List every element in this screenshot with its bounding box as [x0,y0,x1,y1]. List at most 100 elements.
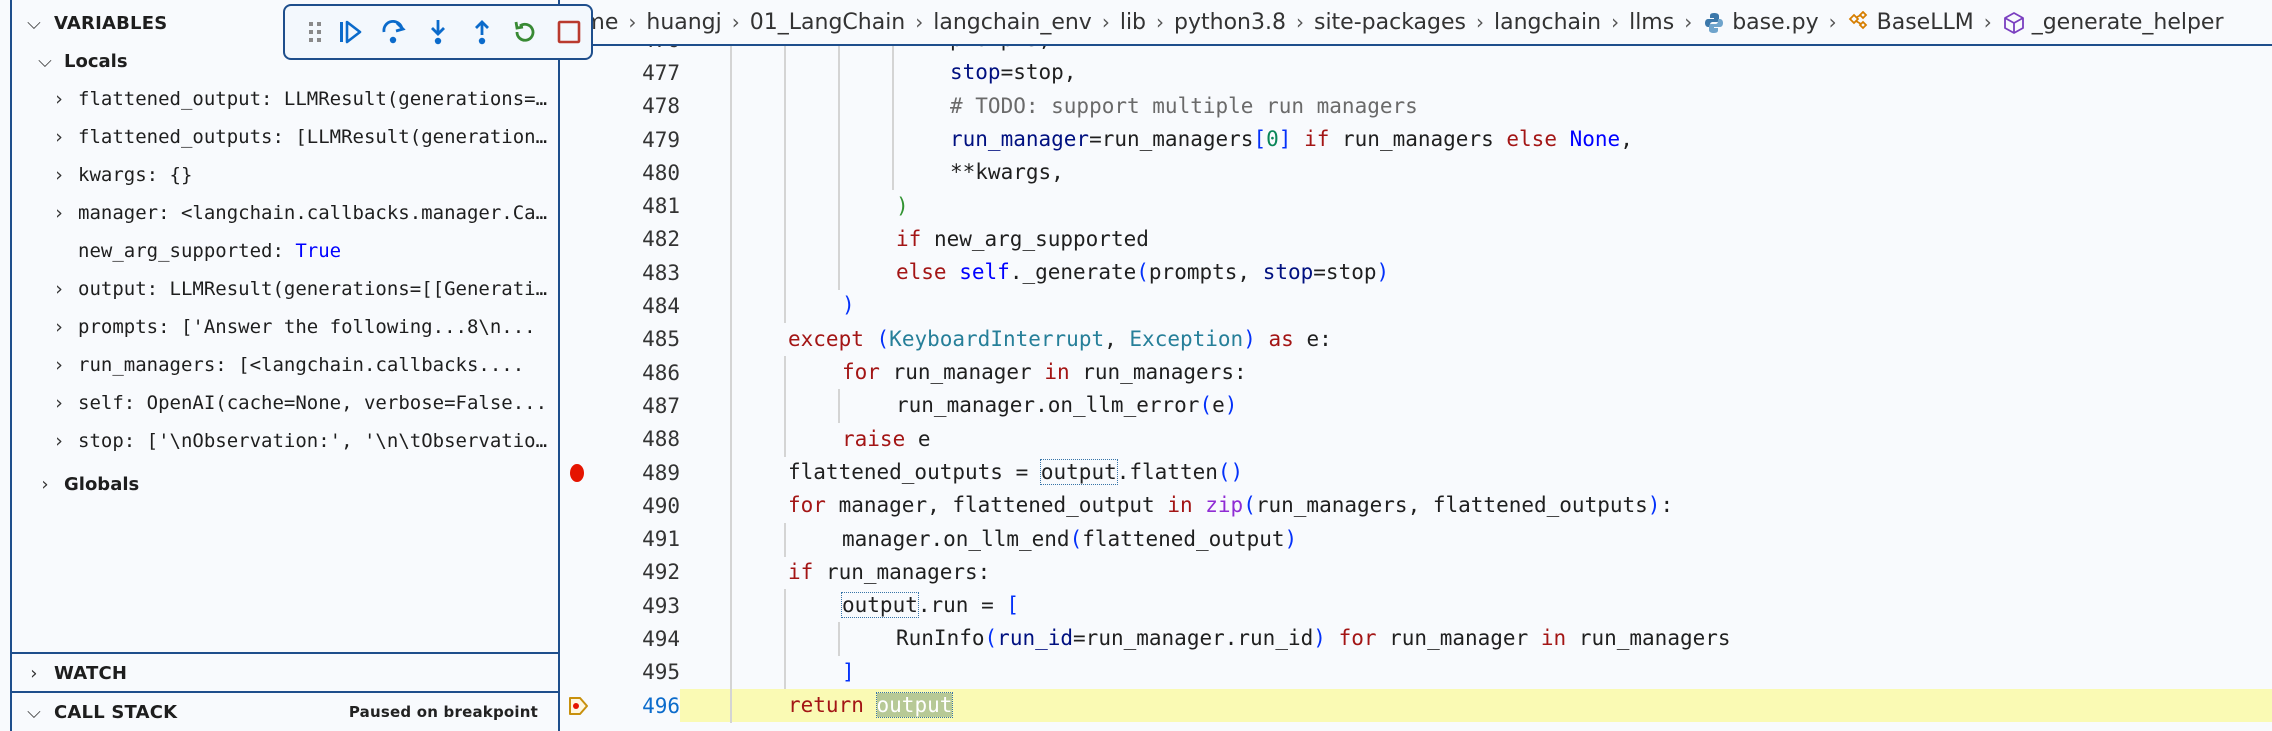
breadcrumb-item[interactable]: lib [1119,9,1147,35]
breadcrumb-item[interactable]: python3.8 [1174,9,1286,35]
code-line[interactable]: ] [680,655,2272,690]
breadcrumb-file[interactable]: base.py [1698,10,1822,35]
line-number[interactable]: 480 [562,156,680,189]
code-line[interactable]: except (KeyboardInterrupt, Exception) as… [680,322,2272,357]
indent-guide [784,89,786,124]
chevron-right-icon[interactable]: › [55,430,63,452]
variables-header-label: VARIABLES [54,12,168,34]
code-line[interactable]: ) [680,289,2272,324]
line-number[interactable]: 477 [562,56,680,89]
chevron-right-icon[interactable]: › [55,316,63,338]
line-number[interactable]: 479 [562,123,680,156]
variable-item[interactable]: ›new_arg_supported: True [12,232,558,270]
code-line[interactable]: flattened_outputs = output.flatten() [680,455,2272,490]
indent-guide [730,489,732,524]
line-number[interactable]: 483 [562,256,680,289]
breadcrumb-class[interactable]: BaseLLM [1843,10,1978,35]
variable-item[interactable]: ›stop: ['\nObservation:', '\n\tObservati… [12,422,558,460]
restart-button[interactable] [503,10,547,54]
variable-item[interactable]: ›flattened_output: LLMResult(generations… [12,80,558,118]
variable-item[interactable]: ›manager: <langchain.callbacks.manager.C… [12,194,558,232]
chevron-right-icon[interactable]: › [55,88,63,110]
line-number[interactable]: 487 [562,389,680,422]
breadcrumb-item[interactable]: langchain [1494,9,1602,35]
line-number[interactable]: 494 [562,622,680,655]
current-stack-frame-breakpoint-icon[interactable] [568,695,590,722]
stop-icon [557,20,581,44]
variable-separator: : [272,240,296,262]
method-symbol-icon [2003,11,2024,34]
line-number[interactable]: 496 [562,689,680,722]
line-number[interactable]: 485 [562,323,680,356]
drag-handle-icon[interactable] [303,10,326,54]
chevron-right-icon[interactable]: › [55,354,63,376]
breadcrumb-method[interactable]: _generate_helper [1998,10,2228,35]
line-number[interactable]: 481 [562,190,680,223]
code-line[interactable]: RunInfo(run_id=run_manager.run_id) for r… [680,622,2272,657]
line-number[interactable]: 493 [562,589,680,622]
line-number[interactable]: 482 [562,223,680,256]
variable-item[interactable]: ›self: OpenAI(cache=None, verbose=False.… [12,384,558,422]
step-out-button[interactable] [460,10,504,54]
breadcrumb-item[interactable]: huangj [646,9,722,35]
line-number[interactable]: 489 [562,456,680,489]
breadcrumb-file-label: base.py [1732,9,1819,35]
code-line[interactable]: for run_manager in run_managers: [680,356,2272,390]
code-line[interactable]: run_manager=run_managers[0] if run_manag… [680,122,2272,157]
current-execution-line[interactable]: return output [680,689,2272,723]
line-number[interactable]: 492 [562,556,680,589]
code-line[interactable]: output.run = [ [680,589,2272,624]
line-number[interactable]: 486 [562,356,680,389]
line-number[interactable]: 488 [562,423,680,456]
breadcrumb-item[interactable]: 01_LangChain [749,9,906,35]
indent-guide [730,89,732,124]
line-number[interactable]: 478 [562,90,680,123]
breadcrumb-separator-icon: › [731,10,740,34]
code-line[interactable]: # TODO: support multiple run managers [680,89,2272,124]
breadcrumb-item[interactable]: llms [1629,9,1675,35]
variable-item[interactable]: ›output: LLMResult(generations=[[Generat… [12,270,558,308]
code-line[interactable]: ) [680,189,2272,224]
line-number[interactable]: 491 [562,523,680,556]
chevron-right-icon[interactable]: › [55,278,63,300]
line-number-text: 484 [642,294,680,319]
scope-locals[interactable]: ⌵ Locals [12,43,127,79]
breadcrumb-item[interactable]: site-packages [1313,9,1466,35]
code-line[interactable]: if run_managers: [680,555,2272,590]
callstack-section-header[interactable]: ⌵ CALL STACK Paused on breakpoint [12,691,558,731]
stop-button[interactable] [547,10,591,54]
variable-separator: : [272,126,296,148]
step-over-button[interactable] [372,10,416,54]
code-line[interactable]: **kwargs, [680,156,2272,191]
sidebar-sash[interactable] [558,0,560,731]
variable-item[interactable]: ›flattened_outputs: [LLMResult(generatio… [12,118,558,156]
continue-button[interactable] [328,10,372,54]
code-line[interactable]: else self._generate(prompts, stop=stop) [680,256,2272,291]
breadcrumb-item[interactable]: langchain_env [933,9,1092,35]
chevron-right-icon[interactable]: › [55,392,63,414]
variable-item[interactable]: ›kwargs: {} [12,156,558,194]
code-line[interactable]: for manager, flattened_output in zip(run… [680,489,2272,524]
code-line[interactable]: manager.on_llm_end(flattened_output) [680,522,2272,557]
line-number[interactable]: 495 [562,656,680,689]
code-editor[interactable]: 4764774784794804814824834844854864874884… [562,0,2272,731]
line-number[interactable]: 490 [562,489,680,522]
scope-globals[interactable]: › Globals [12,466,139,502]
watch-section-header[interactable]: › WATCH [12,652,558,692]
indent-guide [838,189,840,224]
step-into-button[interactable] [416,10,460,54]
code-line[interactable]: run_manager.on_llm_error(e) [680,389,2272,424]
variable-item[interactable]: ›run_managers: [<langchain.callbacks.... [12,346,558,384]
line-number-text: 477 [642,60,680,85]
line-number[interactable]: 484 [562,289,680,322]
variables-section-header[interactable]: ⌵ VARIABLES [12,4,558,42]
variable-separator: : [215,354,239,376]
code-line[interactable]: stop=stop, [680,56,2272,91]
chevron-right-icon[interactable]: › [55,126,63,148]
variable-item[interactable]: ›prompts: ['Answer the following...8\n..… [12,308,558,346]
code-line[interactable]: if new_arg_supported [680,222,2272,257]
code-line[interactable]: raise e [680,422,2272,457]
breakpoint-icon[interactable] [570,463,584,482]
chevron-right-icon[interactable]: › [55,202,63,224]
chevron-right-icon[interactable]: › [55,164,63,186]
